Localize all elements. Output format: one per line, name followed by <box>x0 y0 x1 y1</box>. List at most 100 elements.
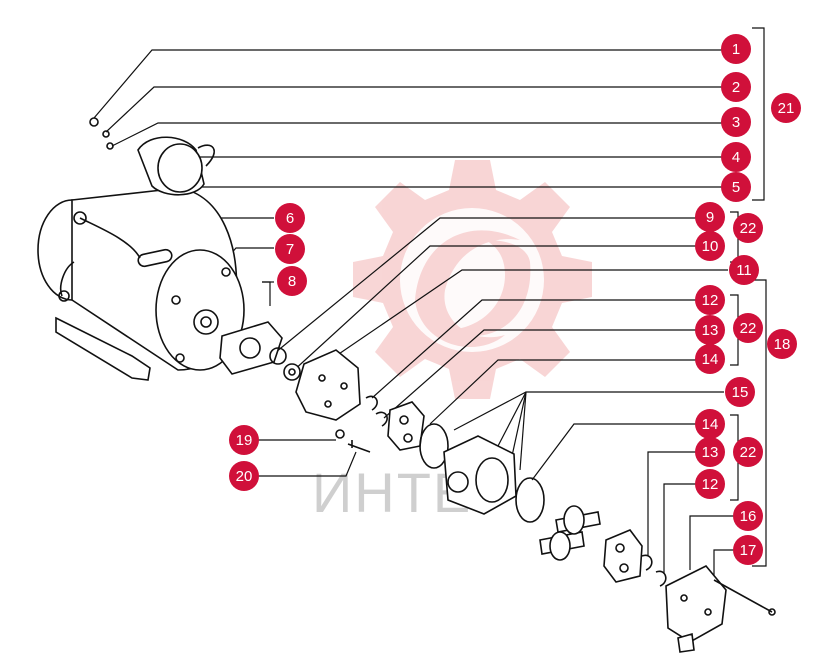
bolt-20 <box>347 440 371 453</box>
motor-assembly <box>37 187 245 381</box>
seal-9 <box>269 347 287 365</box>
o-ring-14b <box>515 477 545 523</box>
callout-circle <box>771 93 801 123</box>
callout-c22c: 22 <box>733 437 763 467</box>
callout-label: 13 <box>702 322 719 339</box>
leader-15b <box>497 391 527 447</box>
watermark-gear-swirl-2 <box>445 240 531 337</box>
callout-c1: 1 <box>721 34 751 64</box>
callout-c13a: 13 <box>695 315 725 345</box>
callout-circle <box>733 501 763 531</box>
callout-label: 22 <box>740 320 757 337</box>
callout-markers: 1234567891011121314151413121617192021222… <box>229 34 801 565</box>
callout-c3: 3 <box>721 107 751 137</box>
callout-label: 9 <box>706 209 714 226</box>
callout-label: 22 <box>740 444 757 461</box>
motor-vent-slot <box>137 248 173 268</box>
callout-label: 13 <box>702 444 719 461</box>
leader-13a <box>383 329 698 419</box>
pump-cavity <box>475 457 509 503</box>
leader-16 <box>689 515 734 570</box>
leader-1 <box>93 49 722 119</box>
callout-circle <box>277 266 307 296</box>
washer-3 <box>106 142 114 150</box>
o-ring-14a <box>419 423 449 469</box>
callout-circle <box>695 469 725 499</box>
gasket-8-hole <box>239 337 261 359</box>
callout-label: 7 <box>286 241 294 258</box>
callout-circle <box>275 234 305 264</box>
adapter-plate-hole-b <box>340 382 348 390</box>
callout-circle <box>695 285 725 315</box>
leader-14b <box>531 423 698 481</box>
washer-19 <box>335 429 345 439</box>
callout-label: 15 <box>732 384 749 401</box>
callout-circle <box>695 202 725 232</box>
leader-17 <box>713 549 734 578</box>
leader-14a <box>429 359 698 425</box>
watermark-gear-swirl <box>415 230 520 348</box>
callout-circle <box>229 461 259 491</box>
callout-circle <box>695 437 725 467</box>
pump-port <box>447 471 469 493</box>
callout-circle <box>733 213 763 243</box>
leader-10 <box>291 245 704 373</box>
callout-c22b: 22 <box>733 313 763 343</box>
bushing-b-hole-b <box>619 563 629 573</box>
bearing-10 <box>283 363 301 381</box>
screw-1 <box>89 117 99 127</box>
watermark-text: ИНТЕ <box>312 461 472 524</box>
gear-set <box>539 505 601 561</box>
leader-15c <box>511 391 527 457</box>
leader-12b <box>663 483 698 574</box>
leader-11 <box>329 269 728 361</box>
callout-label: 14 <box>702 351 719 368</box>
callout-c18: 18 <box>767 329 797 359</box>
callout-circle <box>733 437 763 467</box>
callout-c11: 11 <box>729 255 759 285</box>
motor-mount-foot <box>55 316 151 381</box>
bushing-block-14b <box>603 529 643 583</box>
end-cover-16 <box>665 565 727 643</box>
callout-c16: 16 <box>733 501 763 531</box>
bushing-b-hole-a <box>615 543 625 553</box>
callout-circle <box>695 315 725 345</box>
motor-shaft-hub <box>193 309 219 335</box>
leader-13b <box>647 451 698 556</box>
callout-label: 11 <box>736 262 752 279</box>
retaining-ring-13a <box>375 411 388 427</box>
end-cover-bolt-b <box>704 608 712 616</box>
watermark-gear-outer <box>353 160 592 399</box>
callout-c10: 10 <box>695 231 725 261</box>
motor-bolt-top <box>171 295 181 305</box>
callout-circle <box>721 72 751 102</box>
callout-label: 21 <box>778 100 795 117</box>
callout-circle <box>721 107 751 137</box>
watermark-gear-ring <box>400 208 544 352</box>
callout-label: 2 <box>732 79 740 96</box>
callout-circle <box>725 377 755 407</box>
end-cover-bolt-a <box>680 594 688 602</box>
callout-c17: 17 <box>733 535 763 565</box>
callout-circle <box>695 231 725 261</box>
callout-c21: 21 <box>771 93 801 123</box>
leader-3 <box>111 122 722 147</box>
callout-label: 20 <box>236 468 253 485</box>
through-bolt-17-end <box>768 608 776 616</box>
callout-label: 1 <box>732 41 740 58</box>
gear-upper <box>563 505 585 535</box>
callout-label: 16 <box>740 508 757 525</box>
switch-box-assembly <box>89 117 215 196</box>
motor-bolt-right <box>221 267 231 277</box>
bracket-21 <box>752 27 765 201</box>
callout-label: 12 <box>702 476 719 493</box>
bracket-18 <box>752 279 767 567</box>
retaining-ring-12b <box>655 570 667 587</box>
callout-circle <box>767 329 797 359</box>
callout-label: 14 <box>702 416 719 433</box>
leader-20 <box>258 451 357 477</box>
callout-circle <box>695 409 725 439</box>
adapter-plate-hole-a <box>318 374 326 382</box>
motor-terminal-top <box>73 211 87 225</box>
